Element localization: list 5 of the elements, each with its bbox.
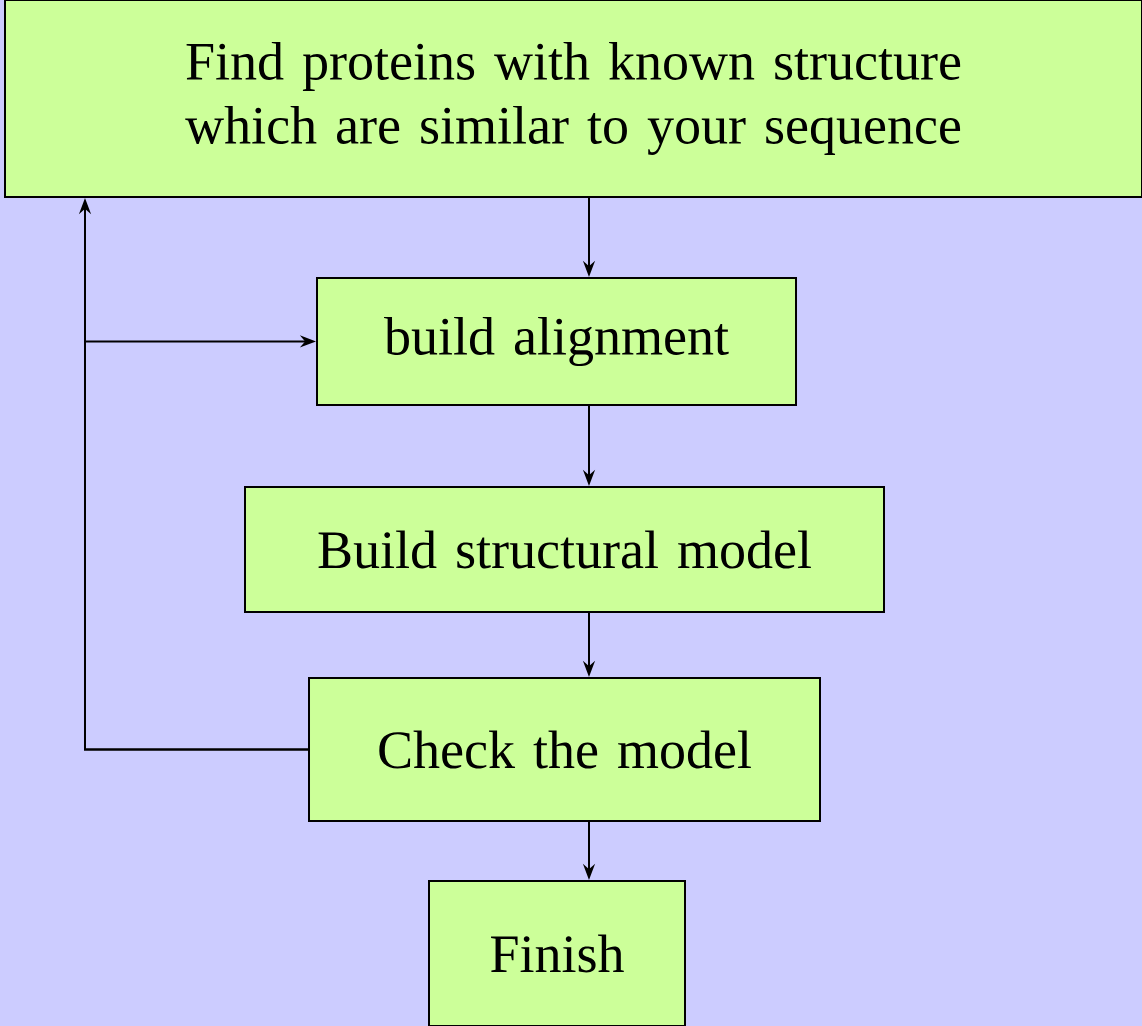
- process-box: build alignment: [316, 277, 797, 406]
- process-box: Find proteins with known structure which are similar to your sequence: [4, 0, 1142, 198]
- process-box: Check the model: [308, 677, 821, 822]
- process-box: Finish: [428, 880, 686, 1026]
- process-box: Build structural model: [244, 486, 885, 613]
